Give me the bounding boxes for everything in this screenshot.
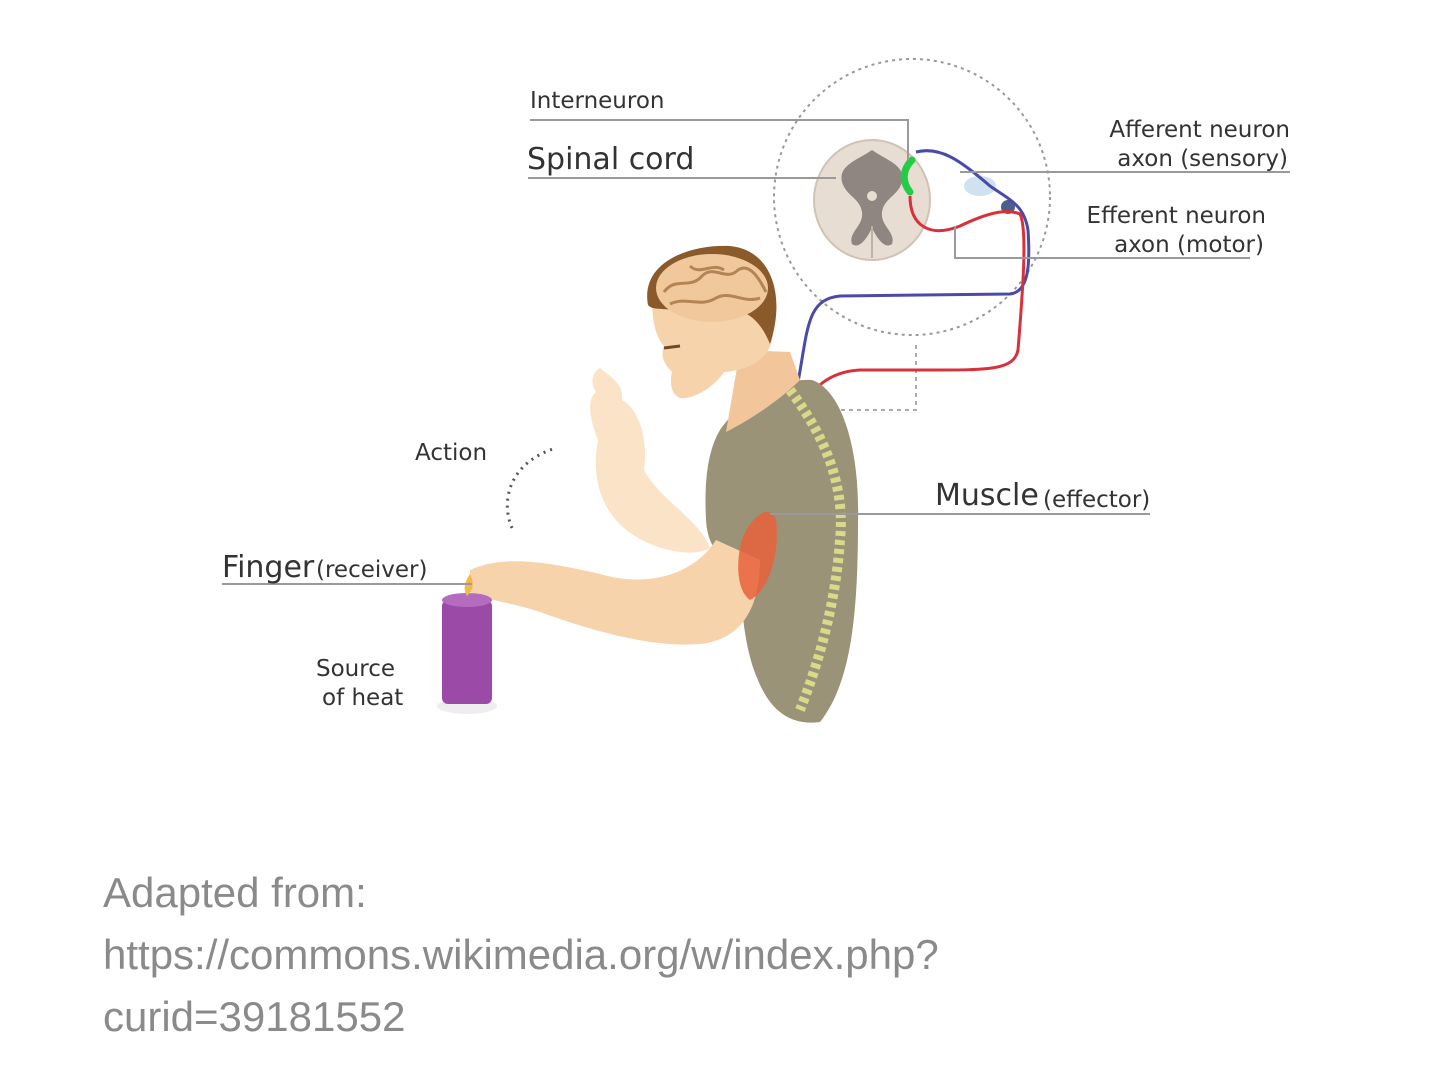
label-finger: Finger bbox=[222, 550, 315, 585]
label-finger-sub: (receiver) bbox=[316, 557, 427, 583]
label-muscle-sub: (effector) bbox=[1043, 487, 1150, 513]
leader-lines bbox=[222, 119, 1290, 585]
caption-line-3: curid=39181552 bbox=[103, 993, 406, 1040]
action-arrow bbox=[505, 446, 557, 529]
attribution-caption: Adapted from: https://commons.wikimedia.… bbox=[103, 862, 1303, 1048]
neck bbox=[726, 350, 800, 432]
caption-line-2: https://commons.wikimedia.org/w/index.ph… bbox=[103, 931, 939, 978]
person-illustration bbox=[470, 245, 859, 723]
label-action: Action bbox=[415, 440, 487, 466]
arm bbox=[470, 540, 760, 645]
label-heat-2: of heat bbox=[322, 685, 403, 711]
label-heat-1: Source bbox=[316, 656, 395, 682]
spinal-cord-cross-section bbox=[813, 139, 931, 261]
label-afferent-2: axon (sensory) bbox=[1117, 146, 1288, 172]
interneuron-path bbox=[900, 156, 916, 196]
label-afferent-1: Afferent neuron bbox=[1109, 117, 1290, 143]
eye bbox=[663, 344, 681, 350]
label-efferent-1: Efferent neuron bbox=[1087, 203, 1266, 229]
raised-hand bbox=[590, 368, 710, 553]
label-spinal-cord: Spinal cord bbox=[527, 142, 694, 177]
inset-connector bbox=[830, 345, 917, 411]
spine bbox=[785, 387, 846, 712]
brain bbox=[656, 254, 768, 322]
heat-source-candle bbox=[437, 574, 497, 714]
caption-line-1: Adapted from: bbox=[103, 869, 367, 916]
reflex-arc-diagram: Interneuron Spinal cord Afferent neuron … bbox=[222, 58, 1290, 723]
label-interneuron: Interneuron bbox=[530, 88, 665, 114]
label-efferent-2: axon (motor) bbox=[1114, 232, 1264, 258]
muscle-effector bbox=[738, 511, 777, 600]
dorsal-root-ganglion bbox=[964, 176, 996, 196]
label-muscle: Muscle bbox=[935, 478, 1039, 513]
spinal-cord-inset-circle bbox=[773, 58, 1051, 336]
